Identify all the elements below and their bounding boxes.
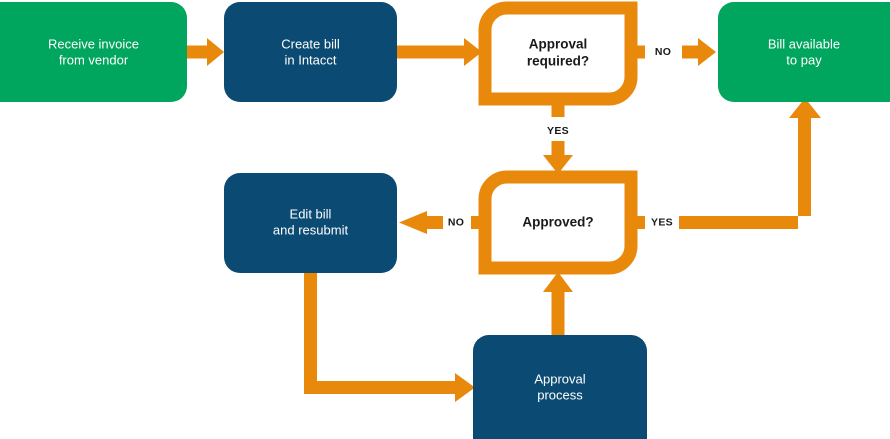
edge-approval-required-no bbox=[631, 38, 716, 66]
create-bill-label-line2: in Intacct bbox=[284, 52, 336, 67]
bill-available-label-line1: Bill available bbox=[768, 36, 840, 51]
edge-label-approval-required-no: NO bbox=[655, 46, 671, 58]
approval-required-shape bbox=[478, 1, 638, 106]
create-bill-label-line1: Create bill bbox=[281, 36, 340, 51]
edit-bill-label-line2: and resubmit bbox=[273, 222, 349, 237]
edge-approved-yes bbox=[631, 98, 821, 229]
edge-label-approved-yes: YES bbox=[651, 216, 673, 228]
receive-invoice-label-line2: from vendor bbox=[59, 52, 129, 67]
edge-label-approval-required-yes: YES bbox=[547, 125, 569, 137]
edit-bill-label-line1: Edit bill bbox=[290, 206, 332, 221]
approval-process-label-line1: Approval bbox=[534, 371, 585, 386]
node-create-bill[interactable]: Create bill in Intacct bbox=[224, 2, 397, 102]
node-receive-invoice[interactable]: Receive invoice from vendor bbox=[0, 2, 187, 102]
edge-approved-no bbox=[399, 211, 485, 234]
connector-layer: Bill available --> Approved? (vertical d… bbox=[187, 38, 821, 402]
approval-process-label-line2: process bbox=[537, 387, 583, 402]
edge-receive-to-create bbox=[187, 38, 224, 66]
edge-label-layer: NO YES NO YES bbox=[448, 46, 673, 229]
node-bill-available[interactable]: Bill available to pay bbox=[718, 2, 890, 102]
approval-required-label-line2: required? bbox=[527, 54, 589, 69]
edit-bill-shape bbox=[224, 173, 397, 273]
approval-required-label-line1: Approval bbox=[529, 37, 588, 52]
bill-available-shape bbox=[718, 2, 890, 102]
node-approval-process[interactable]: Approval process bbox=[473, 335, 647, 439]
approved-shape bbox=[478, 170, 638, 275]
receive-invoice-label-line1: Receive invoice bbox=[48, 36, 139, 51]
edge-label-approved-no: NO bbox=[448, 216, 464, 228]
approval-process-shape bbox=[473, 335, 647, 439]
edge-approval-process-to-approved bbox=[543, 272, 573, 335]
receive-invoice-shape bbox=[0, 2, 187, 102]
create-bill-shape bbox=[224, 2, 397, 102]
approved-label: Approved? bbox=[522, 215, 593, 230]
node-approval-required[interactable]: Approval required? bbox=[478, 1, 638, 106]
node-edit-bill[interactable]: Edit bill and resubmit bbox=[224, 173, 397, 273]
node-approved[interactable]: Approved? bbox=[478, 170, 638, 275]
edge-edit-to-approval-process bbox=[304, 273, 475, 402]
edge-create-to-approval-required bbox=[397, 38, 482, 66]
bill-available-label-line2: to pay bbox=[786, 52, 822, 67]
